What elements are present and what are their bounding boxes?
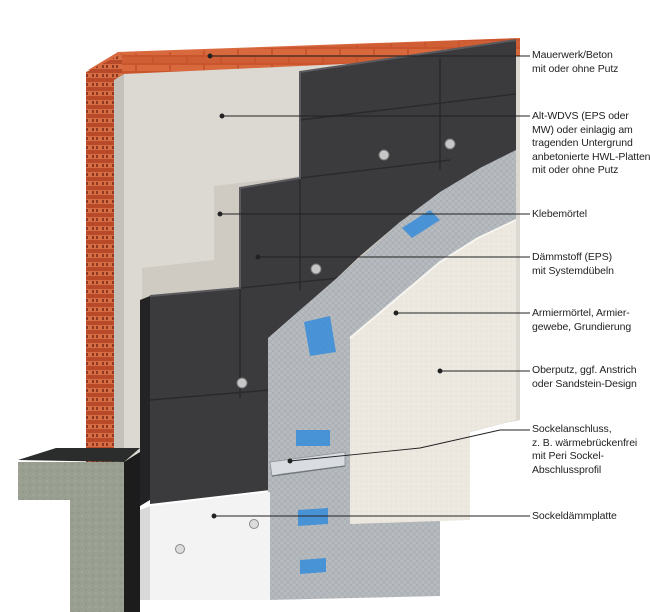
- label-daemmstoff: Dämmstoff (EPS) mit Systemdübeln: [532, 251, 614, 277]
- eps-boards-edge: [140, 296, 150, 506]
- finish-render-edge: [349, 219, 517, 339]
- socket-insulation-board: [150, 492, 270, 600]
- brick-wall-side: [86, 54, 122, 486]
- label-mauerwerk: Mauerwerk/Beton mit oder ohne Putz: [532, 49, 619, 75]
- foundation-block: [18, 462, 124, 612]
- leader-lines: [207, 53, 530, 519]
- label-sockeldaemmplatte: Sockeldämmplatte: [532, 510, 617, 522]
- label-sockelanschluss: Sockelanschluss, z. B. wärmebrückenfrei …: [532, 423, 638, 476]
- anchor-dowels: [236, 138, 456, 389]
- socket-dowels: [175, 519, 259, 554]
- label-klebemoertel: Klebemörtel: [532, 208, 587, 220]
- label-alt-wdvs: Alt-WDVS (EPS oder MW) oder einlagig am …: [532, 110, 650, 176]
- mesh-print-marks: [296, 210, 440, 574]
- foundation-waterproofing: [124, 452, 140, 612]
- socket-insulation-edge: [140, 506, 150, 600]
- eps-board-highlights: [149, 39, 517, 297]
- foundation-top: [18, 448, 140, 462]
- label-armiermoertel: Armiermörtel, Armier- gewebe, Grundierun…: [532, 307, 632, 333]
- finish-render-layer: [350, 220, 516, 524]
- label-oberputz: Oberputz, ggf. Anstrich oder Sandstein-D…: [532, 364, 637, 390]
- old-insulation-edge: [114, 74, 124, 500]
- socket-profile-drip: [271, 465, 346, 477]
